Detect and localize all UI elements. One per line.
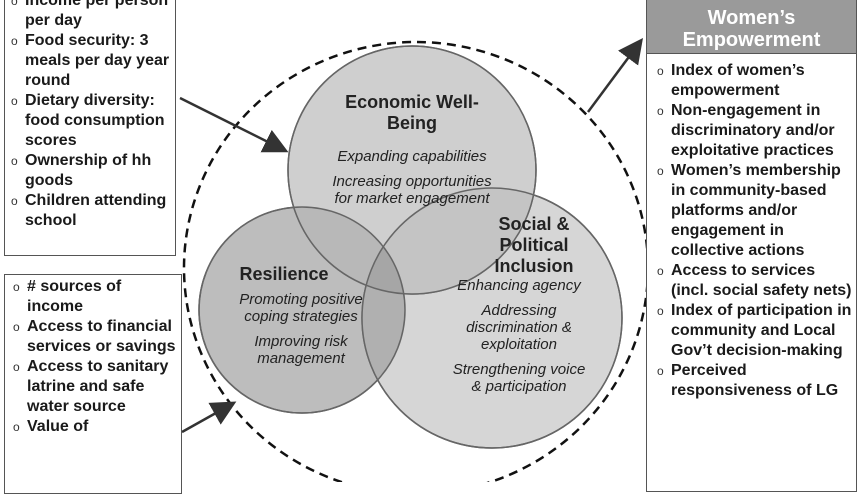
economic-item: for market engagement <box>334 190 490 207</box>
resilience-item: Improving risk <box>254 333 348 350</box>
social-title: Social & Political Inclusion <box>494 214 574 276</box>
economic-item: Expanding capabilities <box>337 148 487 165</box>
resilience-circle-text: Resilience Promoting positive coping str… <box>226 264 376 367</box>
venn-diagram <box>179 37 650 482</box>
arrow-top-left <box>179 96 289 153</box>
social-item: Strengthening voice <box>452 361 586 378</box>
womens-empowerment-header: Women’s Empowerment <box>647 0 856 54</box>
arrow-right <box>586 37 643 113</box>
social-circle-text: Social & Political Inclusion Enhancing a… <box>448 214 590 395</box>
economic-item: Increasing opportunities <box>332 173 492 190</box>
arrow-bottom-left <box>181 401 237 434</box>
resilience-item: coping strategies <box>244 308 358 325</box>
indicator-item: o# sources of income <box>13 278 122 315</box>
economic-circle-text: Economic Well- Being Expanding capabilit… <box>320 92 504 207</box>
social-item: exploitation <box>481 336 557 353</box>
economic-title: Economic Well- Being <box>345 92 479 133</box>
social-item: & participation <box>471 378 567 395</box>
overlap-econ-social <box>362 188 536 294</box>
overlap-econ-resilience <box>288 207 405 294</box>
resilience-title: Resilience <box>239 264 329 284</box>
resilience-item: Promoting positive <box>239 291 363 308</box>
social-item: Enhancing agency <box>457 277 581 294</box>
social-item: discrimination & <box>466 319 572 336</box>
social-item: Addressing <box>481 302 557 319</box>
resilience-item: management <box>257 350 345 367</box>
